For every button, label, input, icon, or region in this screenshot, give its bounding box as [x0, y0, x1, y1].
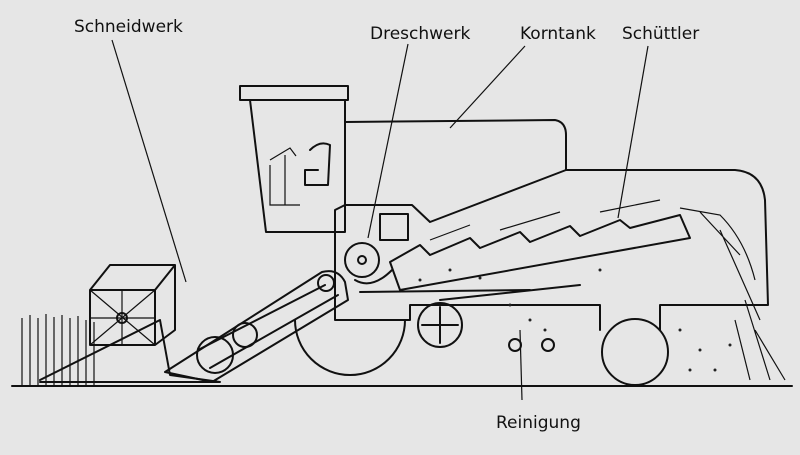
label-reinigung: Reinigung	[496, 413, 581, 433]
label-dreschwerk: Dreschwerk	[370, 24, 470, 44]
grain-dots	[418, 268, 732, 372]
crop-stalks	[21, 314, 95, 386]
cab	[239, 85, 349, 233]
leader-dreschwerk	[367, 43, 409, 239]
straw-walker	[389, 214, 691, 291]
label-schneidwerk: Schneidwerk	[74, 17, 183, 37]
header	[39, 319, 221, 383]
leader-schneidwerk	[111, 39, 187, 283]
label-korntank: Korntank	[520, 24, 596, 44]
reel	[89, 264, 176, 346]
feeder-housing	[164, 270, 349, 383]
leader-schuettler	[617, 45, 649, 219]
leader-korntank	[449, 45, 526, 129]
straw-lines	[429, 199, 786, 381]
auger	[541, 338, 555, 352]
threshing-drum	[344, 213, 409, 285]
leader-reinigung	[519, 329, 523, 401]
leader-lines	[111, 39, 649, 401]
label-schuettler: Schüttler	[622, 24, 699, 44]
front-wheel	[294, 319, 406, 376]
rear-wheel	[601, 318, 669, 386]
grain-pan	[359, 284, 581, 301]
grain-tank	[344, 119, 567, 223]
cleaning-fan	[417, 302, 463, 348]
machine-body	[334, 169, 769, 331]
